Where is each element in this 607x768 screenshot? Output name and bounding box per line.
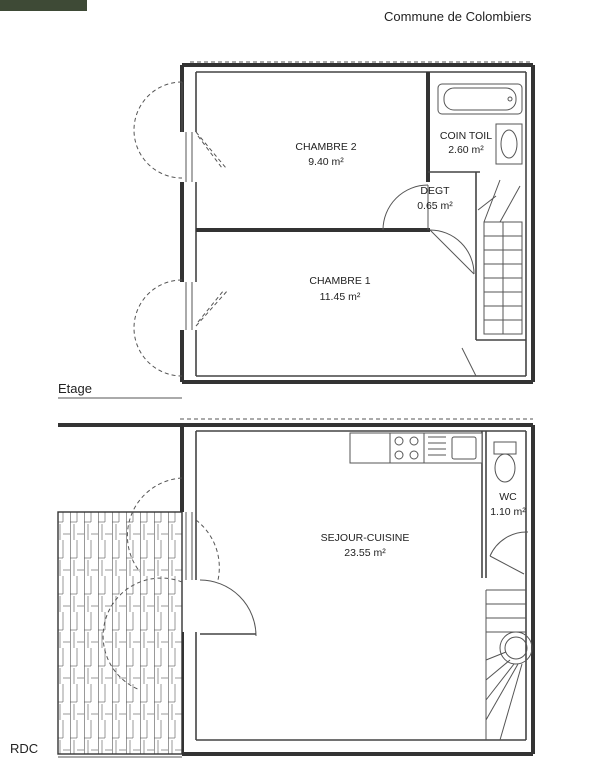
level-label-etage: Etage	[58, 381, 92, 396]
room-area-sejour-cuisine: 23.55 m²	[344, 547, 386, 559]
room-name-chambre-1: CHAMBRE 1	[309, 275, 370, 287]
level-label-rdc: RDC	[10, 741, 38, 756]
room-area-chambre-1: 11.45 m²	[320, 291, 361, 303]
room-area-coin-toil: 2.60 m²	[448, 144, 484, 156]
commune-label: Commune de Colombiers	[384, 9, 532, 24]
room-area-chambre-2: 9.40 m²	[308, 156, 344, 168]
room-name-sejour-cuisine: SEJOUR-CUISINE	[321, 532, 410, 544]
ground-floor-plan	[57, 418, 535, 756]
room-name-wc: WC	[499, 491, 517, 503]
upper-floor-plan	[133, 61, 535, 384]
photo-corner-thumbnail	[0, 0, 87, 11]
room-area-degt: 0.65 m²	[417, 200, 453, 212]
room-name-chambre-2: CHAMBRE 2	[295, 141, 356, 153]
room-area-wc: 1.10 m²	[490, 506, 526, 518]
room-name-degt: DEGT	[420, 185, 450, 197]
room-name-coin-toil: COIN TOIL	[440, 130, 492, 142]
terrace-deck	[57, 511, 183, 755]
